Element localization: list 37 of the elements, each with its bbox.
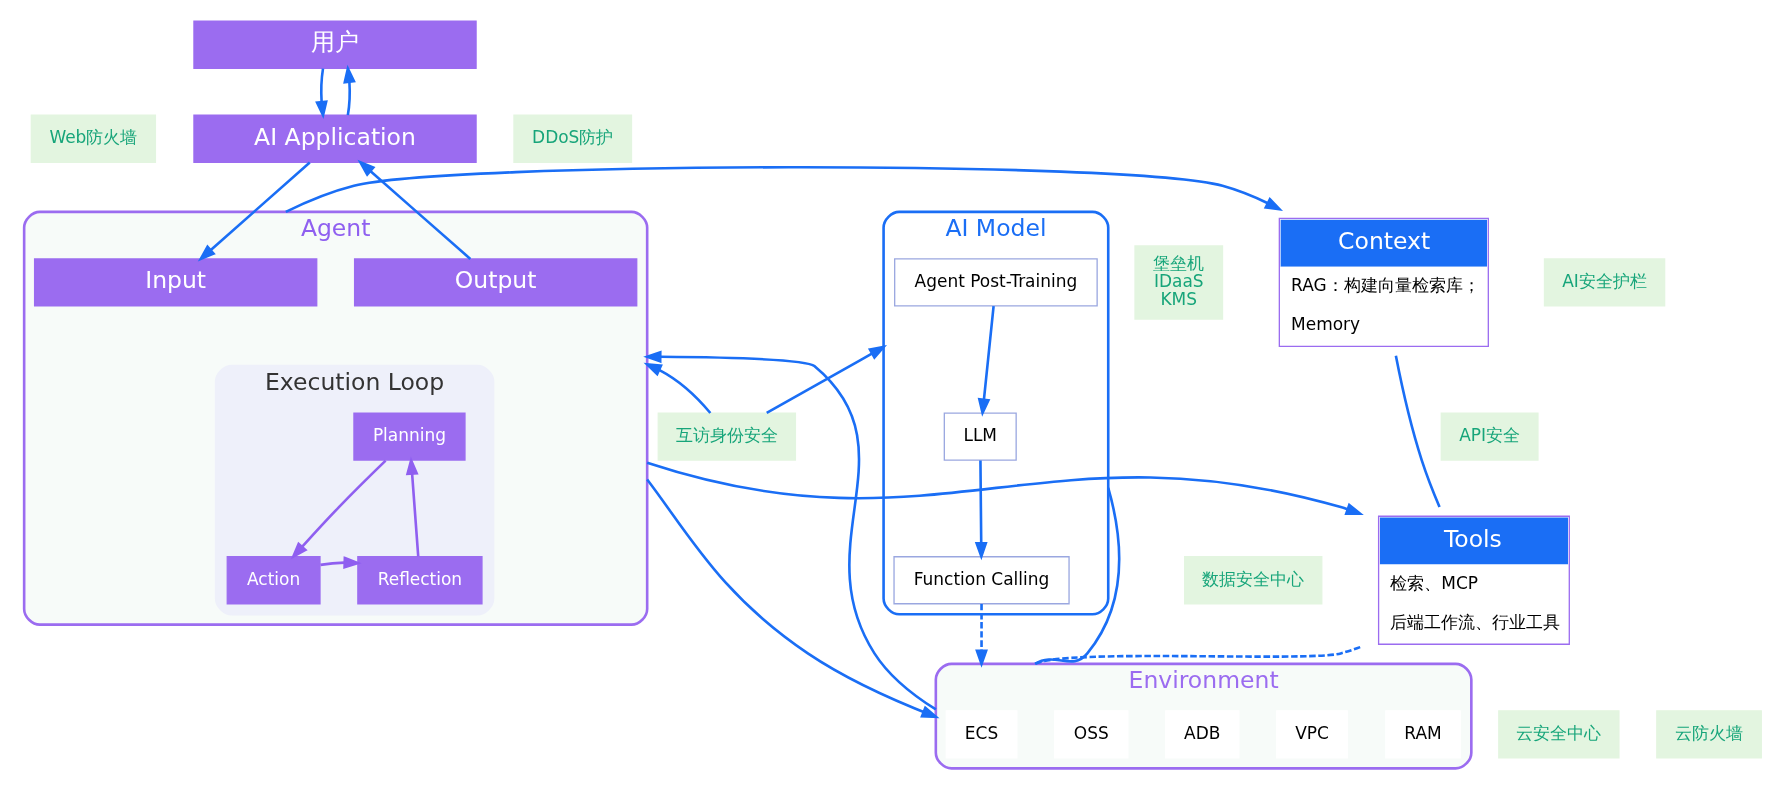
node-box: Planning (353, 412, 466, 461)
node-box: API安全 (1440, 412, 1539, 461)
arrow (766, 345, 888, 414)
arrow (646, 478, 940, 719)
arrow (197, 161, 311, 262)
arrow (975, 603, 988, 668)
arrow (977, 306, 995, 417)
node-box: Input (33, 258, 318, 307)
node-box: 堡垒机 IDaaS KMS (1134, 245, 1224, 320)
arrow (315, 68, 328, 120)
node-box: Web防火墙 (30, 114, 157, 163)
arrow (357, 159, 472, 260)
node-box: 数据安全中心 (1184, 556, 1323, 605)
arrow (320, 556, 362, 569)
node-box: 云安全中心 (1498, 710, 1620, 759)
node-box: Function Calling (893, 556, 1070, 605)
node-box: Output (353, 258, 638, 307)
node-box: DDoS防护 (513, 114, 633, 163)
arrow (343, 64, 356, 116)
arrow (405, 456, 420, 557)
arrow (646, 461, 1364, 515)
node-box: 用户 (193, 20, 477, 69)
arrow (290, 459, 387, 560)
arrow (643, 350, 937, 711)
node-box: AI安全护栏 (1543, 258, 1666, 307)
arrow (643, 362, 712, 414)
node-box: 互访身份安全 (657, 412, 797, 461)
arrow (285, 165, 1283, 214)
connector (1034, 487, 1121, 665)
node-box: Action (226, 556, 321, 605)
node-box: Agent Post-Training (894, 258, 1098, 307)
node-box: 云防火墙 (1656, 710, 1762, 759)
node-box: AI Application (193, 114, 477, 163)
node-box: Reflection (357, 556, 483, 605)
node-box: LLM (943, 412, 1017, 461)
arrow (974, 460, 988, 561)
connector (1394, 355, 1441, 508)
